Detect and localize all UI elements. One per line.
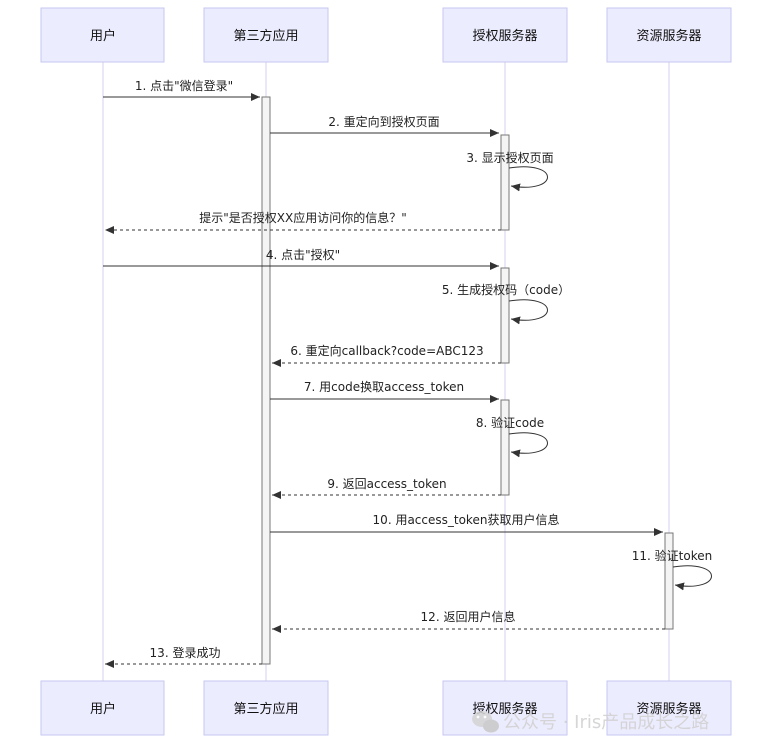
message-4: 4. 点击"授权" — [103, 247, 499, 270]
message-3: 3. 显示授权页面 — [466, 150, 554, 192]
message-10: 10. 用access_token获取用户信息 — [270, 512, 663, 536]
actor-label: 资源服务器 — [636, 701, 701, 717]
message-1: 1. 点击"微信登录" — [103, 78, 260, 101]
activation-third — [261, 96, 271, 665]
message-2: 2. 重定向到授权页面 — [270, 114, 499, 137]
message-label: 4. 点击"授权" — [266, 247, 340, 262]
message-12: 12. 返回用户信息 — [272, 609, 665, 633]
message-label: 6. 重定向callback?code=ABC123 — [290, 343, 483, 358]
message-label: 7. 用code换取access_token — [304, 380, 464, 394]
wechat-icon — [472, 711, 499, 733]
message-label: 10. 用access_token获取用户信息 — [373, 512, 560, 527]
actor-bottom-third-party-app: 第三方应用 — [203, 680, 329, 736]
message-label: 12. 返回用户信息 — [421, 609, 516, 624]
actor-top-user: 用户 — [40, 7, 165, 63]
message-arrow — [672, 565, 712, 591]
actor-label: 授权服务器 — [472, 701, 537, 717]
watermark: 公众号 · Iris产品成长之路 — [472, 711, 709, 733]
actor-label: 第三方应用 — [233, 701, 298, 717]
actor-top-third-party-app: 第三方应用 — [203, 7, 329, 63]
message-prompt: 提示"是否授权XX应用访问你的信息？" — [105, 210, 501, 234]
message-label: 11. 验证token — [632, 548, 712, 563]
actor-top-auth-server: 授权服务器 — [442, 7, 568, 63]
watermark-text: 公众号 · Iris产品成长之路 — [503, 712, 709, 733]
message-9: 9. 返回access_token — [272, 477, 501, 499]
message-11: 11. 验证token — [632, 548, 712, 591]
activation-auth-2 — [500, 267, 510, 364]
message-5: 5. 生成授权码（code） — [442, 282, 570, 325]
message-label: 13. 登录成功 — [150, 645, 221, 660]
message-label: 8. 验证code — [476, 415, 544, 430]
message-label: 2. 重定向到授权页面 — [328, 114, 439, 129]
actor-label: 第三方应用 — [233, 28, 298, 44]
activation-auth-1 — [500, 134, 510, 231]
message-label: 5. 生成授权码（code） — [442, 282, 570, 297]
message-arrow — [508, 432, 548, 458]
actor-bottom-resource-server: 资源服务器 — [606, 680, 732, 736]
activation-auth-3 — [500, 399, 510, 496]
message-arrow — [508, 299, 548, 325]
actor-top-resource-server: 资源服务器 — [606, 7, 732, 63]
message-8: 8. 验证code — [476, 415, 548, 458]
activation-resource — [664, 532, 674, 630]
message-label: 提示"是否授权XX应用访问你的信息？" — [199, 210, 406, 225]
actor-bottom-auth-server: 授权服务器 — [442, 680, 568, 736]
actor-label: 授权服务器 — [472, 28, 537, 44]
actor-label: 用户 — [90, 701, 116, 717]
message-label: 3. 显示授权页面 — [466, 150, 553, 165]
message-6: 6. 重定向callback?code=ABC123 — [272, 343, 501, 367]
message-label: 9. 返回access_token — [327, 477, 446, 491]
message-13: 13. 登录成功 — [105, 645, 262, 668]
actor-label: 用户 — [90, 28, 116, 44]
message-7: 7. 用code换取access_token — [270, 380, 499, 403]
message-arrow — [508, 166, 548, 192]
message-label: 1. 点击"微信登录" — [135, 78, 233, 93]
actor-bottom-user: 用户 — [40, 680, 165, 736]
actor-label: 资源服务器 — [636, 28, 701, 44]
